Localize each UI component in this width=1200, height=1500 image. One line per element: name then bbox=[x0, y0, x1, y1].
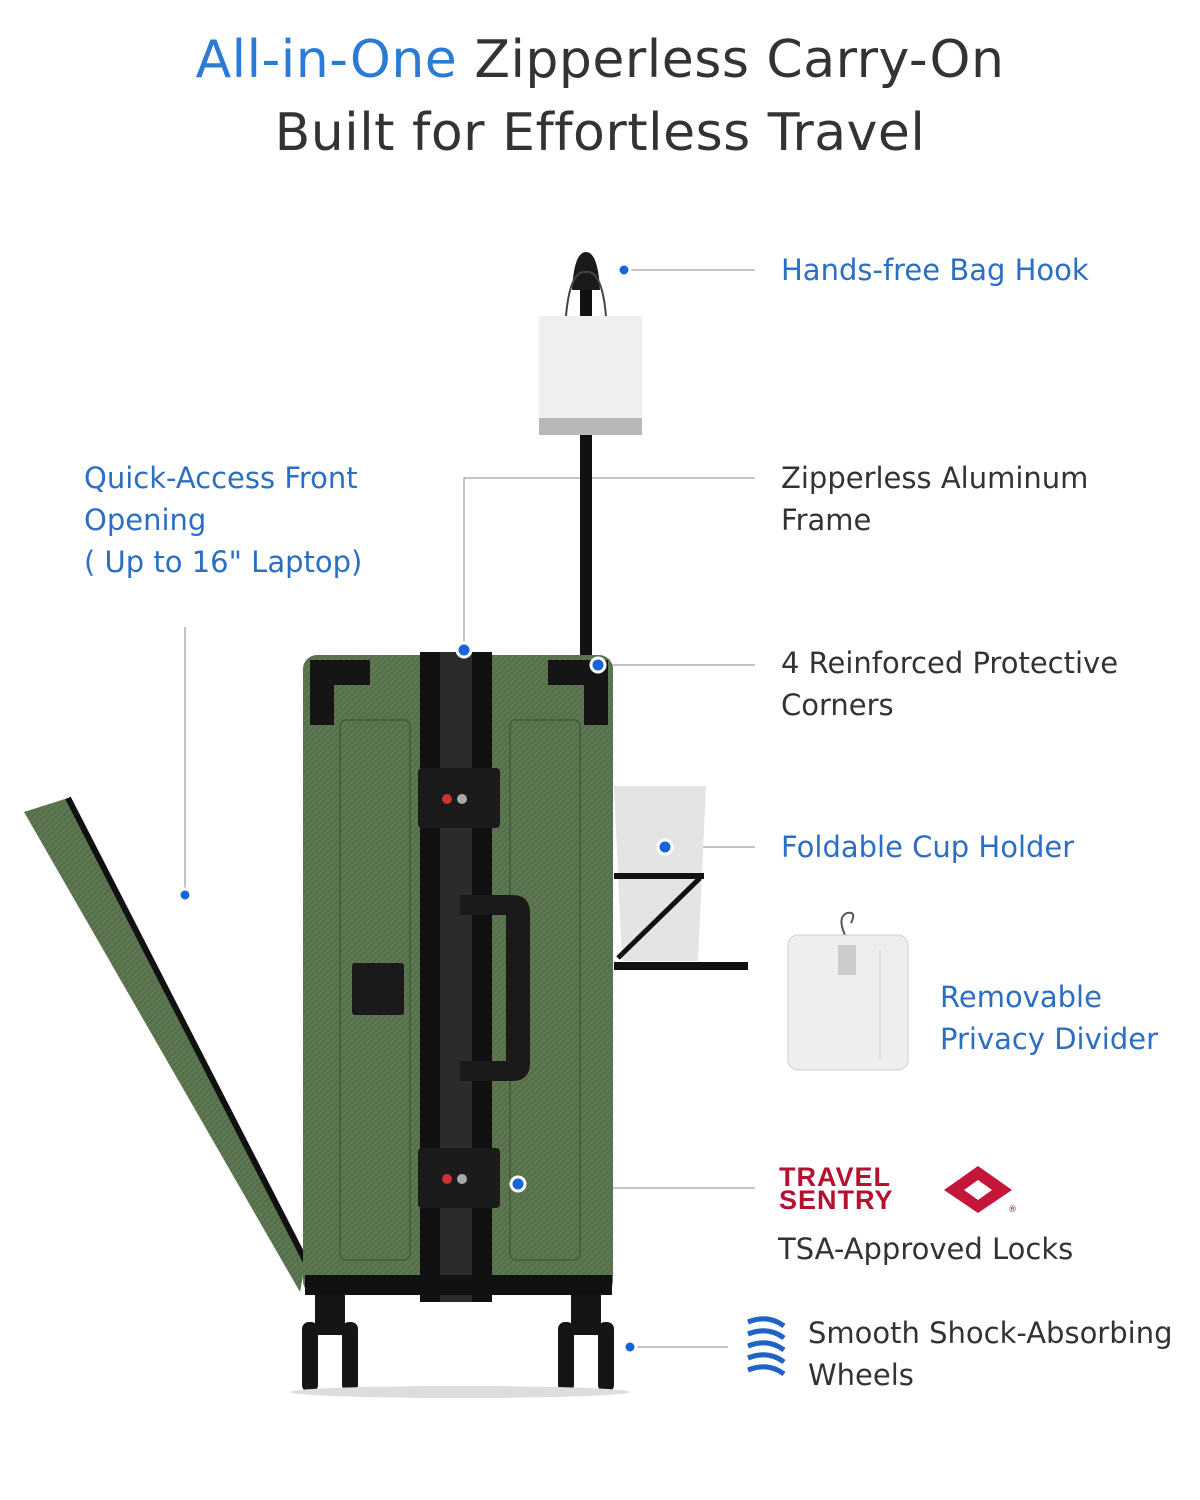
logo-line: TRAVEL bbox=[779, 1162, 891, 1192]
label-privacy-divider: Removable Privacy Divider bbox=[940, 976, 1158, 1060]
label-line: Smooth Shock-Absorbing bbox=[808, 1316, 1173, 1350]
svg-text:®: ® bbox=[1008, 1205, 1017, 1215]
corner-guards bbox=[310, 660, 608, 725]
headline-line-1: All-in-One Zipperless Carry-On bbox=[0, 30, 1200, 90]
callout-dots bbox=[177, 262, 674, 1355]
privacy-divider-image bbox=[787, 911, 909, 1071]
label-aluminum-frame: Zipperless Aluminum Frame bbox=[781, 457, 1088, 541]
label-corners: 4 Reinforced Protective Corners bbox=[781, 642, 1118, 726]
label-front-opening: Quick-Access Front Opening ( Up to 16" L… bbox=[84, 457, 362, 583]
side-handle bbox=[460, 895, 530, 1081]
label-line: ( Up to 16" Laptop) bbox=[84, 545, 363, 579]
spring-icon bbox=[747, 1316, 786, 1377]
label-wheels: Smooth Shock-Absorbing Wheels bbox=[808, 1312, 1172, 1396]
label-line: 4 Reinforced Protective bbox=[781, 646, 1119, 680]
label-locks: TSA-Approved Locks bbox=[778, 1232, 1074, 1266]
spinner-wheels bbox=[302, 1295, 614, 1392]
label-cup-holder: Foldable Cup Holder bbox=[781, 830, 1075, 864]
label-line: Opening bbox=[84, 503, 207, 537]
shopping-bag bbox=[539, 316, 642, 420]
label-bag-hook: Hands-free Bag Hook bbox=[781, 253, 1089, 287]
headline-rest: Zipperless Carry-On bbox=[457, 30, 1005, 90]
headline-accent: All-in-One bbox=[195, 30, 458, 90]
travel-sentry-logo: TRAVEL SENTRY bbox=[779, 1162, 894, 1215]
label-line: Privacy Divider bbox=[940, 1022, 1158, 1056]
label-line: Quick-Access Front bbox=[84, 461, 358, 495]
travel-sentry-logo-icon: ® bbox=[944, 1166, 1017, 1215]
label-line: Frame bbox=[781, 503, 872, 537]
front-panel bbox=[24, 798, 306, 1292]
headline-line-2: Built for Effortless Travel bbox=[274, 103, 926, 163]
cup-holder bbox=[614, 873, 704, 879]
badge-patch bbox=[352, 963, 404, 1015]
label-line: Wheels bbox=[808, 1358, 914, 1392]
label-line: Zipperless Aluminum bbox=[781, 461, 1089, 495]
tsa-lock-top bbox=[418, 768, 500, 828]
tsa-lock-bottom bbox=[418, 1148, 500, 1208]
logo-line: SENTRY bbox=[779, 1185, 894, 1215]
label-line: Removable bbox=[940, 980, 1102, 1014]
label-line: Corners bbox=[781, 688, 894, 722]
